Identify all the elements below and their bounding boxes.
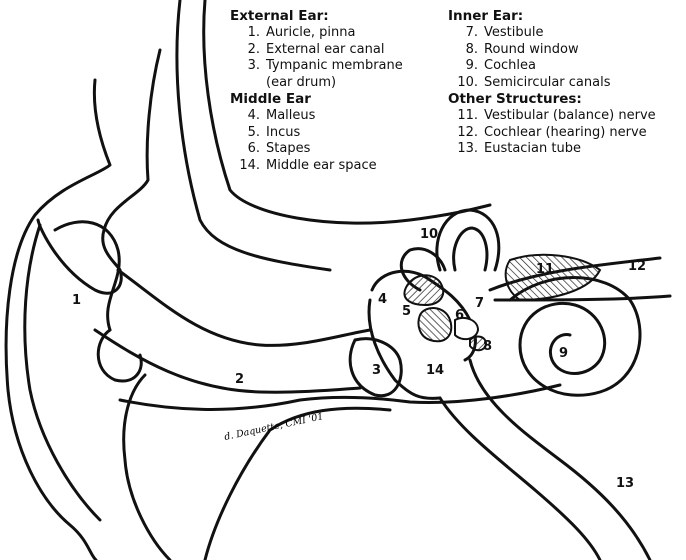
incus-hatch [418, 308, 451, 341]
legend-text: Semicircular canals [484, 75, 611, 92]
legend-continuation: (ear drum) [230, 75, 403, 92]
legend-number: 10. [448, 75, 484, 92]
antihelix [25, 225, 100, 520]
legend-item: 3.Tympanic membrane [230, 58, 403, 75]
legend-number: 7. [448, 25, 484, 42]
legend-text: Vestibular (balance) nerve [484, 108, 656, 125]
legend-left-column: External Ear: 1.Auricle, pinna 2.Externa… [230, 8, 403, 174]
label-14: 14 [426, 363, 444, 378]
label-13: 13 [616, 476, 634, 491]
legend-number: 6. [230, 141, 266, 158]
label-3: 3 [372, 363, 381, 378]
label-8: 8 [483, 339, 492, 354]
legend-text: Malleus [266, 108, 315, 125]
eustachian-tube-upper [470, 360, 650, 560]
legend-text: Eustacian tube [484, 141, 581, 158]
malleus-hatch [404, 275, 443, 305]
legend-item: 8.Round window [448, 42, 656, 59]
semicircular-canal-1 [437, 210, 499, 270]
legend-right-column: Inner Ear: 7.Vestibule 8.Round window 9.… [448, 8, 656, 158]
ear-canal-upper [118, 270, 370, 345]
legend-number: 12. [448, 125, 484, 142]
legend-item: 5.Incus [230, 125, 403, 142]
semicircular-canal-2 [454, 228, 487, 270]
legend-item: 13.Eustacian tube [448, 141, 656, 158]
legend-item: 1.Auricle, pinna [230, 25, 403, 42]
legend-text: Incus [266, 125, 300, 142]
legend-text: Cochlear (hearing) nerve [484, 125, 647, 142]
legend-item: 11.Vestibular (balance) nerve [448, 108, 656, 125]
illustrator-signature: d. Daquette, CMI '01 [223, 411, 324, 443]
legend-number: 4. [230, 108, 266, 125]
legend-other-heading: Other Structures: [448, 91, 656, 108]
legend-text: Cochlea [484, 58, 536, 75]
legend-text: Vestibule [484, 25, 543, 42]
concha-curve [55, 222, 119, 330]
label-9: 9 [559, 346, 568, 361]
label-5: 5 [402, 304, 411, 319]
label-4: 4 [378, 292, 387, 307]
legend-number: 11. [448, 108, 484, 125]
eustachian-tube-lower [440, 398, 600, 560]
legend-number: 8. [448, 42, 484, 59]
legend-item: 10.Semicircular canals [448, 75, 656, 92]
label-6: 6 [455, 308, 464, 323]
label-12: 12 [628, 259, 646, 274]
legend-item: 9.Cochlea [448, 58, 656, 75]
legend-external-heading: External Ear: [230, 8, 403, 25]
legend-text: Middle ear space [266, 158, 377, 175]
legend-number: 14. [230, 158, 266, 175]
label-7: 7 [475, 296, 484, 311]
legend-inner-heading: Inner Ear: [448, 8, 656, 25]
label-11: 11 [536, 262, 554, 277]
legend-number: 9. [448, 58, 484, 75]
legend-number: 2. [230, 42, 266, 59]
legend-number: 5. [230, 125, 266, 142]
auricle-outline [6, 80, 110, 560]
legend-item: 6.Stapes [230, 141, 403, 158]
legend-text: Tympanic membrane [266, 58, 403, 75]
legend-text: External ear canal [266, 42, 384, 59]
legend-item: 2.External ear canal [230, 42, 403, 59]
legend-item: 12.Cochlear (hearing) nerve [448, 125, 656, 142]
legend-middle-heading: Middle Ear [230, 91, 403, 108]
label-2: 2 [235, 372, 244, 387]
legend-item: 7.Vestibule [448, 25, 656, 42]
legend-item: 4.Malleus [230, 108, 403, 125]
legend-text: Auricle, pinna [266, 25, 355, 42]
legend-number: 1. [230, 25, 266, 42]
legend-text: Stapes [266, 141, 310, 158]
label-10: 10 [420, 227, 438, 242]
legend-number: 3. [230, 58, 266, 75]
legend-number: 13. [448, 141, 484, 158]
legend-text: Round window [484, 42, 579, 59]
label-1: 1 [72, 293, 81, 308]
legend-item: 14.Middle ear space [230, 158, 403, 175]
